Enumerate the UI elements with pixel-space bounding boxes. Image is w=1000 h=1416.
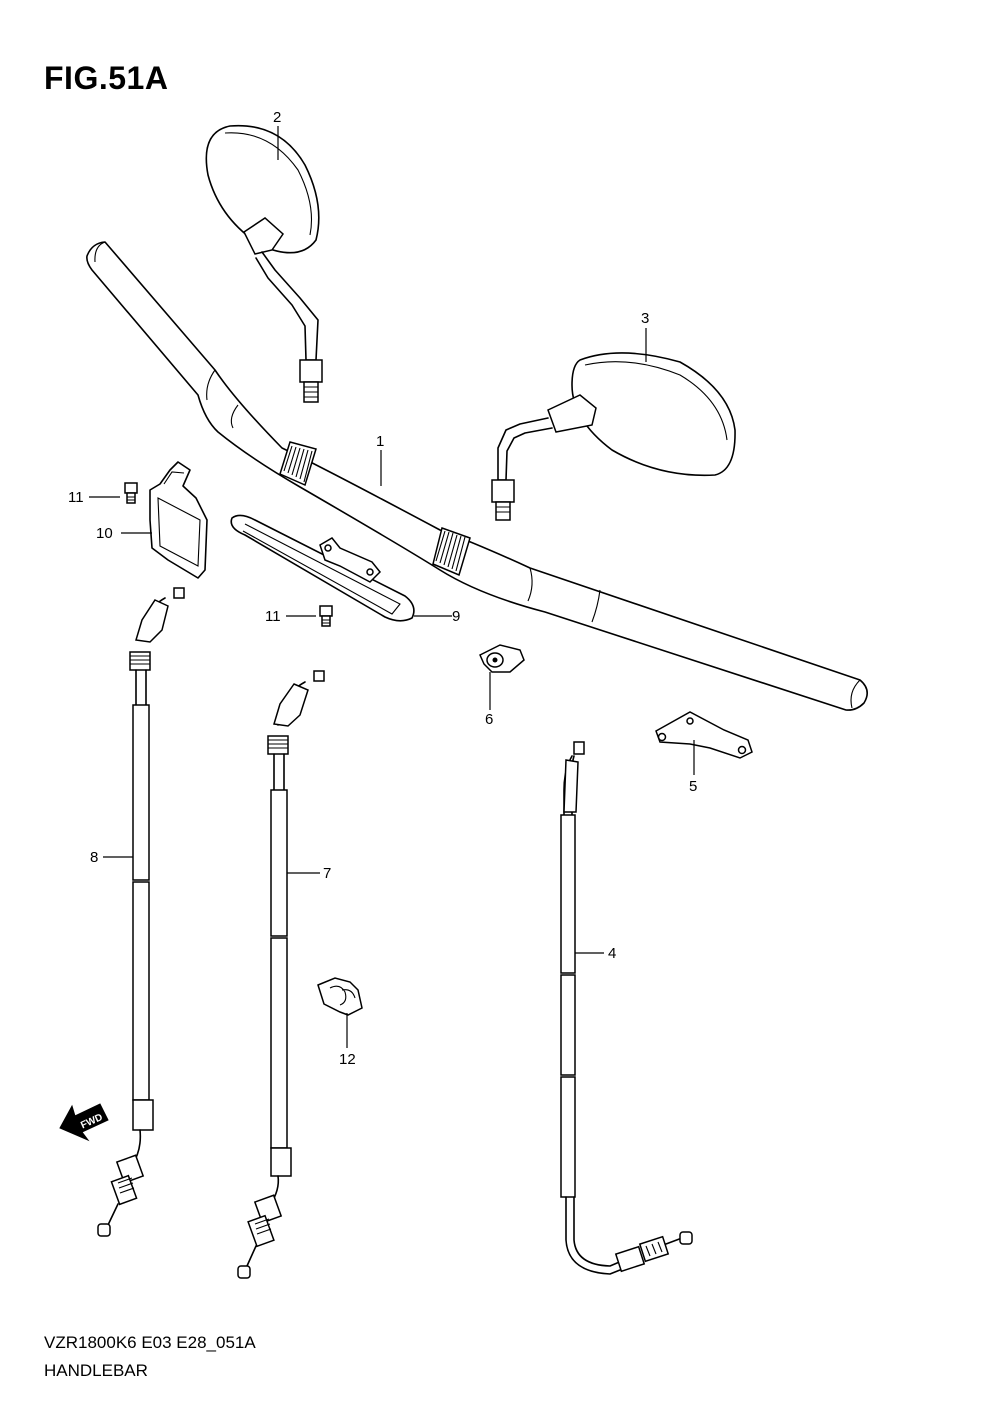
- callout-5: 5: [689, 778, 697, 795]
- callout-8: 8: [90, 849, 98, 866]
- callout-2: 2: [273, 109, 281, 126]
- mirror-left-part[interactable]: [205, 124, 323, 403]
- callout-11-middle: 11: [265, 608, 281, 625]
- callout-6: 6: [485, 711, 493, 728]
- figure-name: HANDLEBAR: [44, 1361, 148, 1380]
- callout-1: 1: [376, 433, 384, 450]
- throttle-cable-2-part[interactable]: [237, 670, 325, 1279]
- handlebar-knurl-left: [279, 441, 317, 487]
- handlebar-knurl-right: [432, 527, 471, 577]
- cable-holder-part[interactable]: [149, 461, 208, 579]
- callout-11-top: 11: [68, 489, 84, 506]
- bolt-middle-part[interactable]: [319, 605, 333, 627]
- callout-4: 4: [608, 945, 616, 962]
- callout-3: 3: [641, 310, 649, 327]
- clamp-part[interactable]: [479, 644, 525, 673]
- throttle-cable-1-part[interactable]: [97, 587, 185, 1237]
- bolt-left-part[interactable]: [124, 482, 138, 504]
- model-code: VZR1800K6 E03 E28_051A: [44, 1333, 256, 1352]
- leader-lines: [89, 126, 695, 1048]
- figure-title: FIG.51A: [44, 60, 169, 96]
- callout-9: 9: [452, 608, 460, 625]
- forward-arrow-icon: FWD: [59, 1103, 109, 1142]
- callout-labels: 1 2 3 4 5 6 7 8 9 10 11 11 12: [68, 109, 697, 1068]
- mirror-right-part[interactable]: [491, 352, 736, 521]
- clutch-cable-part[interactable]: [560, 741, 693, 1275]
- callout-7: 7: [323, 865, 331, 882]
- cable-clamp-part[interactable]: [317, 977, 363, 1016]
- callout-10: 10: [96, 525, 113, 542]
- handlebar-part[interactable]: [86, 241, 868, 711]
- cable-guide-part[interactable]: [230, 514, 415, 622]
- bracket-part[interactable]: [655, 711, 753, 759]
- callout-12: 12: [339, 1051, 356, 1068]
